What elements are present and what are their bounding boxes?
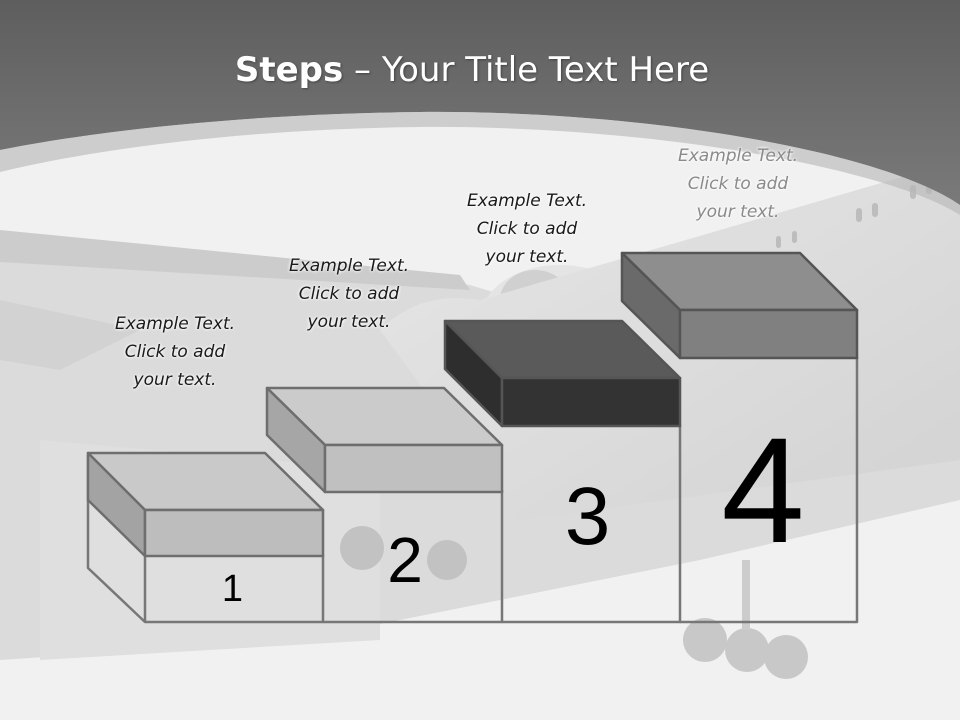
step-1-caption[interactable]: Example Text. Click to add your text. [90,310,260,394]
step-1-box[interactable] [86,451,325,558]
caption-line: your text. [133,370,217,390]
title-rest: – Your Title Text Here [343,50,710,90]
step-2-caption[interactable]: Example Text. Click to add your text. [264,252,434,336]
caption-line: Click to add [124,342,226,362]
caption-line: Example Text. [114,314,236,334]
step-4-box[interactable] [620,251,859,360]
step-4-caption[interactable]: Example Text. Click to add your text. [653,142,823,226]
step-4-column [680,357,859,624]
step-3-caption[interactable]: Example Text. Click to add your text. [442,187,612,271]
slide-title[interactable]: Steps – Your Title Text Here [0,50,944,90]
caption-line: Example Text. [677,146,799,166]
step-4-number: 4 [721,406,805,574]
caption-line: Example Text. [288,256,410,276]
caption-line: Click to add [476,219,578,239]
step-2-box[interactable] [265,386,504,494]
caption-line: Example Text. [466,191,588,211]
step-1-number: 1 [221,568,244,610]
step-3-box[interactable] [443,319,682,428]
caption-line: your text. [307,312,391,332]
step-3-number: 3 [564,471,611,562]
caption-line: Click to add [298,284,400,304]
caption-line: your text. [485,247,569,267]
step-2-number: 2 [387,524,423,596]
caption-line: Click to add [687,174,789,194]
title-bold: Steps [234,50,344,90]
header-band [0,0,960,205]
caption-line: your text. [696,202,780,222]
